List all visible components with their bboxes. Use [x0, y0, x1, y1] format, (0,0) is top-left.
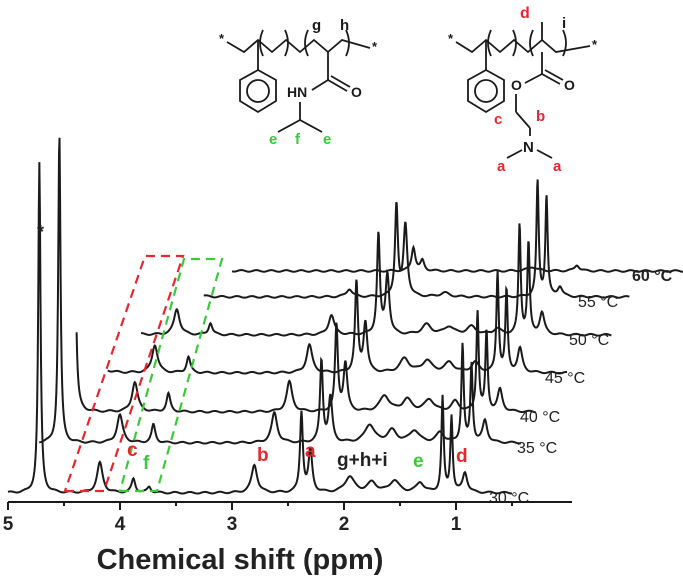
x-tick-label: 2 — [339, 514, 350, 535]
temperature-label-5: 55 °C — [578, 294, 618, 311]
temperature-label-1: 35 °C — [517, 440, 557, 457]
structure-left-paren-2 — [284, 29, 289, 57]
spectrum-trace-3 — [107, 270, 568, 375]
spectrum-trace-0 — [7, 162, 513, 495]
structure-right-paren-4 — [562, 29, 567, 57]
structure-left-copolymer: * * g h O HN e f e — [219, 17, 378, 148]
structure-right-n-ch3-right — [536, 149, 553, 159]
spectrum-trace-6 — [231, 244, 683, 273]
solvent-star-annotation: * — [37, 222, 44, 242]
structure-right-paren-1 — [487, 29, 492, 57]
x-axis-title: Chemical shift (ppm) — [97, 544, 384, 576]
structure-right-label-i: i — [562, 15, 566, 32]
x-tick-label: 4 — [115, 514, 126, 535]
spectrum-trace-4 — [140, 223, 612, 337]
structure-right-copolymer: * * d i O O c b N a a — [448, 5, 598, 175]
temperature-labels: 30 °C 35 °C 40 °C 45 °C 50 °C 55 °C 60 °C — [489, 268, 673, 507]
structure-right-n-ch3-left — [506, 149, 523, 159]
structure-left-label-e1: e — [269, 131, 277, 148]
structure-right-paren-3 — [529, 29, 534, 57]
peak-label-f: f — [143, 453, 150, 474]
structure-left-cn-bond — [311, 79, 329, 91]
x-tick-label: 3 — [227, 514, 238, 535]
peak-label-c: c — [127, 440, 138, 461]
x-tick-label: 5 — [3, 514, 14, 535]
green-dashed-region-f — [118, 257, 224, 493]
structure-left-end-star-right: * — [372, 39, 378, 54]
structure-right-phenyl-aromatic — [474, 79, 498, 103]
spectrum-trace-2 — [75, 310, 536, 414]
structure-left-label-h: h — [340, 17, 349, 34]
temperature-label-6: 60 °C — [632, 268, 673, 285]
structure-left-phenyl-aromatic — [246, 79, 270, 103]
structure-left-label-hn: HN — [287, 84, 307, 100]
structure-left-backbone — [226, 38, 371, 54]
structure-left-ch-ch3-left — [277, 119, 301, 133]
peak-label-b: b — [257, 445, 269, 466]
structure-left-co-bond — [327, 79, 348, 92]
x-axis: 5 4 3 2 1 Chemical shift (ppm) — [3, 501, 572, 576]
structure-right-co-bond — [541, 73, 561, 85]
structure-left-paren-4 — [345, 29, 350, 57]
spectrum-trace-1 — [39, 137, 521, 445]
structure-left-paren-1 — [259, 29, 264, 57]
structure-right-label-a1: a — [497, 158, 506, 175]
x-axis-ticks: 5 4 3 2 1 — [3, 502, 513, 535]
structure-right-label-b: b — [536, 108, 545, 125]
structure-right-end-star-right: * — [592, 37, 598, 52]
spectrum-trace-5 — [203, 179, 630, 299]
structure-left-phenyl-ring — [239, 68, 277, 114]
structure-left-co-double — [330, 75, 351, 88]
structure-right-backbone — [455, 38, 591, 54]
structure-right-label-n: N — [523, 139, 534, 156]
structure-right-label-c: c — [494, 111, 502, 128]
x-tick-label: 1 — [451, 514, 462, 535]
temperature-label-0: 30 °C — [489, 490, 529, 507]
structure-right-end-star-left: * — [448, 31, 454, 46]
structure-right-co-double — [544, 69, 564, 81]
structure-left-label-f: f — [295, 131, 301, 148]
peak-label-ghi: g+h+i — [337, 450, 388, 471]
structure-right-label-o-carbonyl: O — [564, 77, 575, 93]
structure-left-label-e2: e — [323, 131, 331, 148]
peak-label-a: a — [305, 441, 316, 462]
structure-right-paren-2 — [512, 29, 517, 57]
spectra-traces — [7, 137, 683, 495]
peak-label-d: d — [456, 446, 468, 467]
temperature-label-4: 50 °C — [569, 332, 609, 349]
structure-left-label-g: g — [312, 17, 321, 34]
red-dashed-region-c — [63, 254, 185, 493]
peak-label-e: e — [413, 451, 424, 472]
structure-left-ch-ch3-right — [299, 119, 323, 133]
structure-right-phenyl-ring — [467, 68, 505, 114]
structure-right-c-o-bond — [524, 73, 543, 84]
temperature-label-2: 40 °C — [520, 409, 560, 426]
structure-right-label-o-ester: O — [511, 77, 522, 93]
structure-right-label-d: d — [520, 5, 530, 22]
structure-right-ch2-ch2 — [515, 111, 531, 129]
structure-right-label-a2: a — [553, 158, 562, 175]
temperature-label-3: 45 °C — [545, 370, 585, 387]
structure-left-label-o: O — [351, 84, 362, 100]
structure-left-paren-3 — [304, 29, 309, 57]
structure-left-end-star-left: * — [219, 31, 225, 46]
